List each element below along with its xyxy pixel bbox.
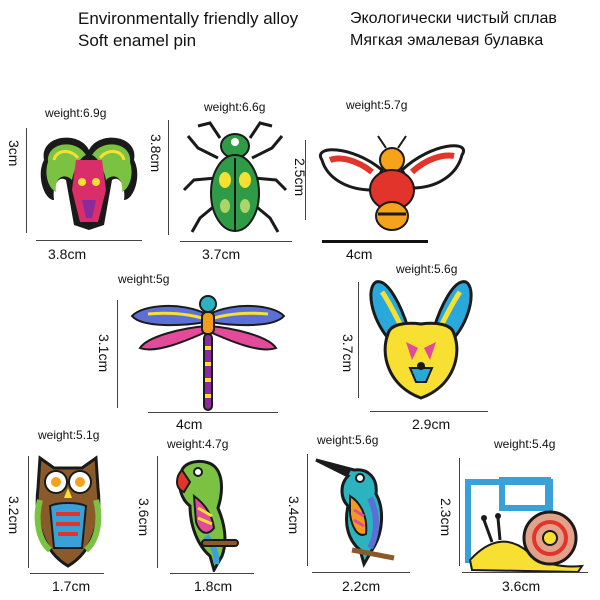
pin-parrot-height-line [157,456,158,568]
pin-rabbit-width: 2.9cm [412,416,451,432]
title-russian-line1: Экологически чистый сплав [350,10,557,27]
title-russian-line2: Мягкая эмалевая булавка [350,32,544,49]
beetle-pin [180,118,290,238]
pin-owl-weight: weight:5.1g [38,428,100,442]
pin-kingfisher-width: 2.2cm [342,578,381,594]
dragonfly-pin [128,292,288,414]
pin-snail-width: 3.6cm [502,578,541,594]
pin-owl-height-line [28,456,29,568]
pin-owl-height: 3.2cm [6,496,22,535]
pin-bee-height-line [305,140,306,220]
pin-dragonfly-width: 4cm [176,416,203,432]
pin-beetle-width-line [180,241,292,242]
pin-rabbit-weight: weight:5.6g [396,262,458,276]
ram-head-pin [34,130,144,235]
pin-rabbit-height: 3.7cm [340,334,356,373]
pin-kingfisher-width-line [312,572,410,573]
rabbit-pin [366,278,476,404]
pin-rabbit-height-line [358,282,359,398]
pin-dragonfly-weight: weight:5g [118,272,170,286]
pin-bee-weight: weight:5.7g [346,98,408,112]
snail-pin [462,476,594,572]
pin-parrot-height: 3.6cm [136,498,152,537]
pin-dragonfly-width-line [148,412,278,413]
pin-kingfisher-weight: weight:5.6g [317,433,379,447]
pin-owl-width: 1.7cm [52,578,91,594]
pin-kingfisher-height-line [307,454,308,566]
pin-parrot-weight: weight:4.7g [167,437,229,451]
pin-parrot-width: 1.8cm [194,578,233,594]
pin-ram-weight: weight:6.9g [45,106,107,120]
pin-beetle-width: 3.7cm [202,246,241,262]
pin-bee-width: 4cm [346,246,373,262]
pin-kingfisher-height: 3.4cm [286,496,302,535]
title-english-line2: Soft enamel pin [78,31,197,50]
parrot-pin [168,456,244,572]
pin-beetle-weight: weight:6.6g [204,100,266,114]
pin-snail-height: 2.3cm [438,498,454,537]
kingfisher-pin [314,454,400,568]
pin-ram-width: 3.8cm [48,246,87,262]
pin-dragonfly-height-line [117,300,118,408]
pin-bee-width-line [322,240,428,243]
pin-ram-height: 3cm [6,140,22,167]
title-english-line1: Environmentally friendly alloy [78,9,299,28]
pin-beetle-height: 3.8cm [148,134,164,173]
pin-snail-height-line [459,458,460,566]
pin-bee-height: 2.5cm [292,158,308,197]
bee-pin [312,130,472,235]
pin-dragonfly-height: 3.1cm [96,334,112,373]
pin-ram-width-line [36,240,142,241]
pin-beetle-height-line [168,120,169,235]
pin-snail-weight: weight:5.4g [494,437,556,451]
pin-ram-height-line [26,128,27,233]
pin-rabbit-width-line [370,411,488,412]
owl-pin [32,452,104,570]
pin-parrot-width-line [170,573,254,574]
pin-owl-width-line [30,573,104,574]
pin-snail-width-line [462,572,588,573]
